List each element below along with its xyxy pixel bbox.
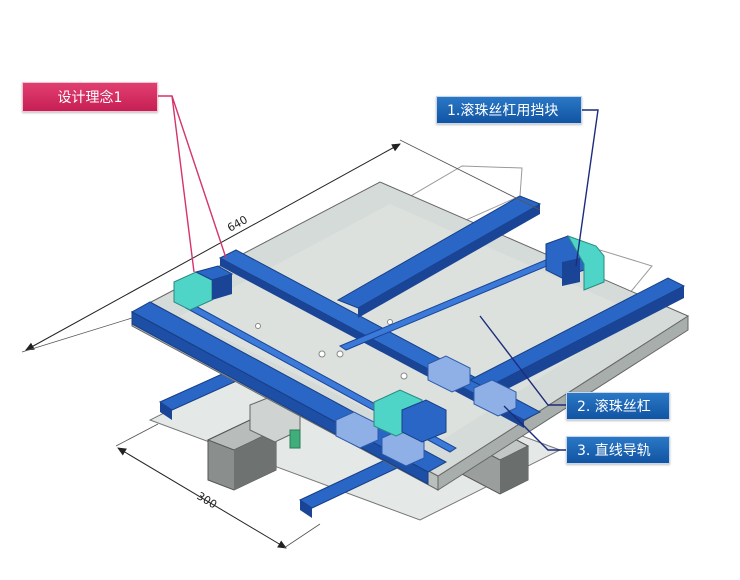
leader-ball-screw xyxy=(479,315,566,406)
dimension-300-label: 300 xyxy=(194,489,219,511)
screw-nut xyxy=(373,389,447,443)
leader-design-concept xyxy=(158,95,227,273)
ball-screw-label[interactable]: 2. 滚珠丝杠 xyxy=(566,392,670,420)
linear-guide-label[interactable]: 3. 直线导轨 xyxy=(566,436,670,464)
design-concept-label[interactable]: 设计理念1 xyxy=(22,82,158,112)
leader-stopper xyxy=(575,109,599,267)
leader-linear-guide xyxy=(503,405,566,451)
dimension-640-label: 640 xyxy=(225,213,250,235)
ball-screw-stopper-label[interactable]: 1.滚珠丝杠用挡块 xyxy=(436,96,582,124)
